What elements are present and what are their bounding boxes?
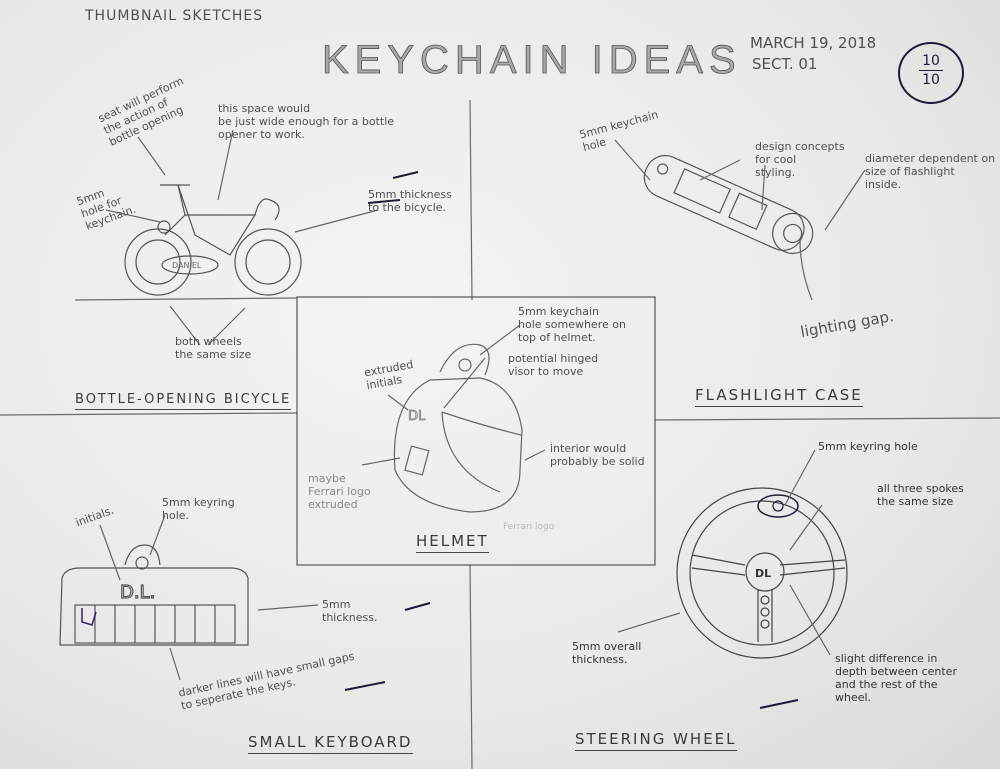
bicycle-note-space: this space would be just wide enough for… — [218, 102, 395, 141]
helmet-frame — [296, 296, 656, 566]
bicycle-note-wheels: both wheels the same size — [175, 335, 252, 361]
helmet-note-visor: potential hinged visor to move — [508, 352, 599, 378]
date: MARCH 19, 2018 — [750, 34, 877, 52]
divider-vertical-bottom — [469, 564, 473, 769]
helmet-faint-note: Ferrari logo — [503, 522, 555, 532]
wheel-note-thickness: 5mm overall thickness. — [572, 640, 642, 666]
keyboard-drawing — [59, 544, 249, 646]
bicycle-note-thickness: 5mm thickness to the bicycle. — [368, 188, 452, 214]
keyboard-note-hole: 5mm keyring hole. — [162, 496, 235, 522]
section: SECT. 01 — [752, 55, 818, 73]
check-marks — [344, 171, 799, 709]
bicycle-ground-line — [74, 297, 298, 301]
wheel-note-depth: slight difference in depth between cente… — [835, 652, 957, 704]
keyboard-label: SMALL KEYBOARD — [248, 733, 413, 754]
helmet-initials: DL — [408, 409, 426, 424]
divider-horizontal-right — [654, 417, 1000, 421]
annotation-arrows — [99, 129, 866, 681]
helmet-label: HELMET — [416, 532, 489, 553]
steering-wheel-drawing — [676, 487, 848, 659]
helmet-note-interior: interior would probably be solid — [550, 442, 645, 468]
flashlight-label: FLASHLIGHT CASE — [695, 386, 863, 407]
bicycle-drawing — [124, 184, 302, 296]
helmet-note-hole: 5mm keychain hole somewhere on top of he… — [518, 305, 626, 344]
steering-wheel-label: STEERING WHEEL — [575, 730, 737, 751]
steering-wheel-initials: DL — [755, 567, 771, 580]
keyboard-pen-mark — [81, 608, 97, 626]
divider-horizontal-left — [0, 412, 298, 416]
sheet-subtitle: THUMBNAIL SKETCHES — [85, 8, 264, 24]
wheel-note-hole: 5mm keyring hole — [818, 440, 918, 453]
grade-badge: 10 10 — [898, 42, 964, 104]
page-title: KEYCHAIN IDEAS — [322, 38, 742, 83]
wheel-note-spokes: all three spokes the same size — [877, 482, 964, 508]
bicycle-name-engraving: DANIEL — [172, 261, 202, 270]
bicycle-label: BOTTLE-OPENING BICYCLE — [75, 392, 292, 410]
grade-denominator: 10 — [922, 72, 940, 88]
grade-numerator: 10 — [919, 52, 943, 71]
keyboard-note-thickness: 5mm thickness. — [322, 598, 378, 624]
helmet-drawing — [393, 343, 523, 513]
flashlight-drawing — [643, 154, 814, 255]
flashlight-note-design: design concepts for cool styling. — [755, 140, 845, 179]
helmet-note-logo: maybe Ferrari logo extruded — [308, 472, 371, 511]
flashlight-note-diameter: diameter dependent on size of flashlight… — [865, 152, 996, 191]
keyboard-initials: D.L. — [120, 582, 155, 603]
divider-vertical-top — [469, 99, 473, 301]
